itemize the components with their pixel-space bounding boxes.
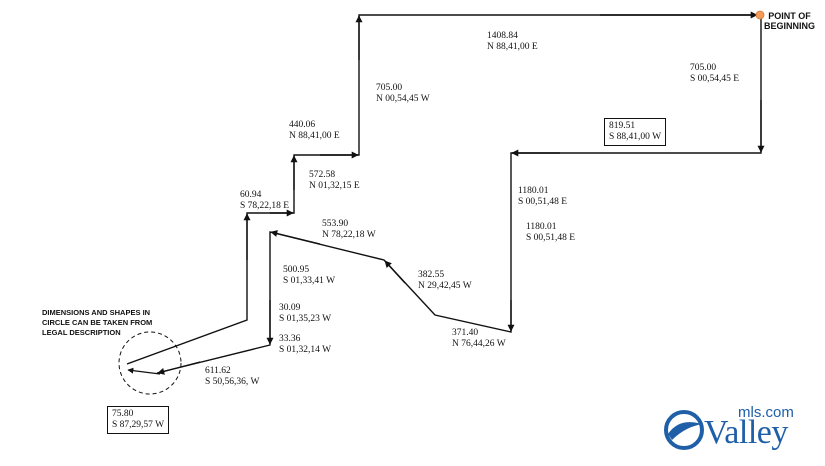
point-of-beginning-marker <box>755 10 765 20</box>
course-bearing: N 01,32,15 E <box>309 181 360 191</box>
course-label-33: 33.36 S 01,32,14 W <box>279 334 331 356</box>
arrow-inner-west <box>270 230 321 245</box>
boundary-line-west <box>126 14 757 365</box>
course-bearing: N 78,22,18 W <box>322 230 376 240</box>
detail-circle <box>118 331 182 395</box>
note-line3: LEGAL DESCRIPTION <box>42 328 121 337</box>
course-label-1408: 1408.84 N 88,41,00 E <box>487 31 538 53</box>
course-label-60: 60.94 S 78,22,18 E <box>240 190 289 212</box>
point-of-beginning-label: POINT OF BEGINNING <box>764 11 815 31</box>
course-dist: 33.36 <box>279 334 301 344</box>
course-dist: 60.94 <box>240 190 262 200</box>
course-bearing: S 00,54,45 E <box>690 74 740 84</box>
course-bearing: S 01,35,23 W <box>279 314 332 324</box>
course-bearing: S 78,22,18 E <box>240 201 290 211</box>
course-bearing: S 88,41,00 W <box>609 132 662 142</box>
course-bearing: N 00,54,45 W <box>376 94 430 104</box>
course-label-611: 611.62 S 50,56,36, W <box>205 366 259 388</box>
course-label-705-west: 705.00 N 00,54,45 W <box>376 83 430 105</box>
course-dist: 819.51 <box>609 121 636 131</box>
pob-line1: POINT OF <box>768 11 811 21</box>
course-bearing: S 87,29,57 W <box>112 420 165 430</box>
course-label-382: 382.55 N 29,42,45 W <box>418 270 472 292</box>
course-dist: 75.80 <box>112 409 134 419</box>
course-dist: 30.09 <box>279 303 301 313</box>
logo-superscript: mls.com <box>738 404 794 421</box>
course-label-1180-a: 1180.01 S 00,51,48 E <box>518 186 567 208</box>
course-bearing: S 50,56,36, W <box>205 377 260 387</box>
valley-swoosh-icon <box>664 410 704 450</box>
course-label-440: 440.06 N 88,41,00 E <box>289 120 340 142</box>
course-label-371: 371.40 N 76,44,26 W <box>452 328 506 350</box>
circle-note: DIMENSIONS AND SHAPES IN CIRCLE CAN BE T… <box>42 308 152 338</box>
course-label-500: 500.95 S 01,33,41 W <box>283 265 335 287</box>
course-label-553: 553.90 N 78,22,18 W <box>322 219 376 241</box>
course-dist: 1180.01 <box>518 186 549 196</box>
course-bearing: S 01,32,14 W <box>279 345 332 355</box>
course-bearing: S 00,51,48 E <box>526 233 576 243</box>
course-dist: 705.00 <box>690 63 717 73</box>
course-dist: 1180.01 <box>526 222 557 232</box>
course-bearing: N 88,41,00 E <box>289 131 340 141</box>
logo-word: Valley <box>704 414 788 451</box>
arrow-diag <box>384 260 406 284</box>
course-bearing: N 29,42,45 W <box>418 281 472 291</box>
course-label-75-boxed: 75.80 S 87,29,57 W <box>107 406 170 434</box>
note-line2: CIRCLE CAN BE TAKEN FROM <box>42 318 153 327</box>
course-dist: 440.06 <box>289 120 316 130</box>
course-dist: 553.90 <box>322 219 349 229</box>
course-dist: 572.58 <box>309 170 336 180</box>
course-bearing: S 01,33,41 W <box>283 276 336 286</box>
course-dist: 611.62 <box>205 366 231 376</box>
course-label-1180-b: 1180.01 S 00,51,48 E <box>526 222 575 244</box>
note-line1: DIMENSIONS AND SHAPES IN <box>42 308 151 317</box>
course-dist: 1408.84 <box>487 31 518 41</box>
course-dist: 371.40 <box>452 328 479 338</box>
valleymls-logo: mls.com Valley <box>662 404 822 454</box>
arrow-bottom-sw <box>157 361 201 375</box>
course-dist: 382.55 <box>418 270 445 280</box>
course-dist: 705.00 <box>376 83 403 93</box>
course-label-30: 30.09 S 01,35,23 W <box>279 303 331 325</box>
course-bearing: N 76,44,26 W <box>452 339 506 349</box>
course-label-705-east: 705.00 S 00,54,45 E <box>690 63 739 85</box>
pob-line2: BEGINNING <box>764 21 816 31</box>
course-bearing: S 00,51,48 E <box>518 197 568 207</box>
course-dist: 500.95 <box>283 265 310 275</box>
course-label-572: 572.58 N 01,32,15 E <box>309 170 360 192</box>
course-bearing: N 88,41,00 E <box>487 42 538 52</box>
arrow-circle <box>127 367 161 375</box>
course-label-819-boxed: 819.51 S 88,41,00 W <box>604 118 667 146</box>
